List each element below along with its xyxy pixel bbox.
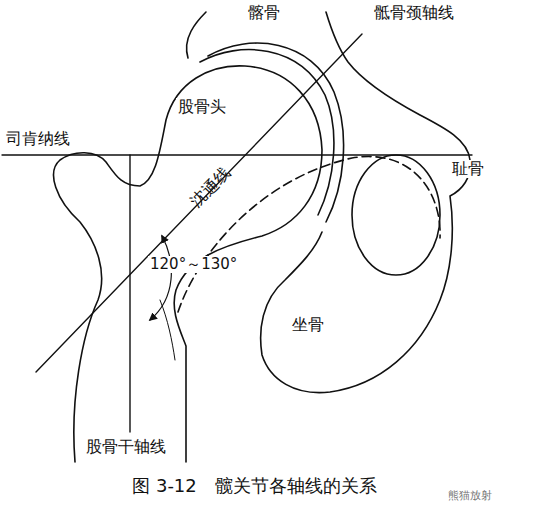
part-name: 坐骨 bbox=[290, 316, 326, 334]
part-name: 股骨头 bbox=[176, 98, 228, 116]
axis-name: 沈通线 bbox=[186, 163, 235, 213]
angle-arc bbox=[150, 236, 171, 320]
skinner-line bbox=[2, 154, 472, 155]
part-name: 髂骨 bbox=[246, 4, 282, 22]
femur-outline bbox=[54, 66, 322, 462]
shenton-line bbox=[178, 157, 440, 312]
axis-name: 股骨干轴线 bbox=[84, 438, 168, 456]
acetabulum-arc bbox=[208, 43, 344, 222]
neck-axis-line bbox=[36, 34, 362, 372]
obturator-foramen bbox=[352, 155, 440, 275]
shaft-axis-line bbox=[129, 155, 130, 432]
axis-name: 司肯纳线 bbox=[4, 130, 72, 148]
watermark: 熊猫放射 bbox=[446, 490, 494, 503]
figure-caption: 图 3-12 髋关节各轴线的关系 bbox=[130, 476, 379, 497]
pelvis-outline bbox=[261, 12, 471, 393]
angle-value: 120°～130° bbox=[148, 256, 239, 273]
ilium-outline bbox=[187, 12, 206, 58]
femur-inner-contour bbox=[160, 300, 175, 360]
part-name: 耻骨 bbox=[450, 160, 486, 178]
axis-name: 骶骨颈轴线 bbox=[372, 4, 456, 22]
